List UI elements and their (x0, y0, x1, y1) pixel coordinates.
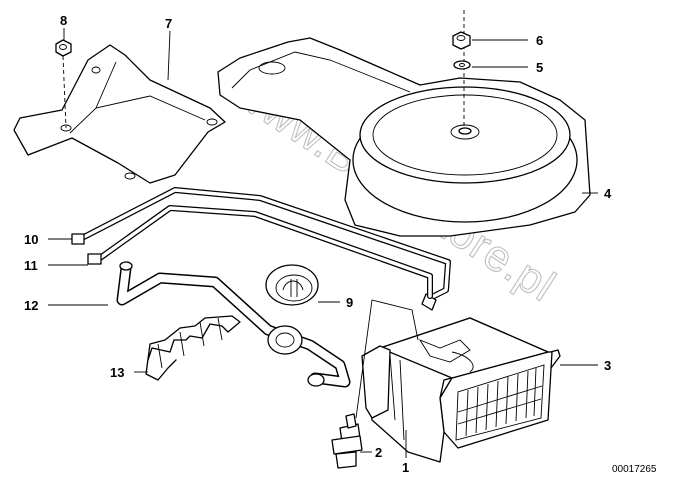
callout-4: 4 (604, 186, 612, 201)
heat-shield-part-7[interactable] (13, 44, 226, 184)
fuel-line-part-10[interactable] (71, 187, 451, 311)
vent-hose-part-12[interactable] (116, 261, 351, 388)
callout-10: 10 (24, 232, 38, 247)
callout-1: 1 (402, 460, 409, 475)
document-number: 00017265 (612, 464, 657, 475)
leader-lines (48, 28, 598, 458)
nut-part-6[interactable] (452, 10, 471, 128)
carbon-canister-part-1[interactable] (361, 317, 549, 463)
callouts: 1 2 3 4 5 6 7 8 9 10 11 12 13 (24, 13, 612, 475)
callout-5: 5 (536, 60, 543, 75)
vent-valve-part-2[interactable] (331, 299, 419, 469)
callout-9: 9 (346, 295, 353, 310)
cover-grille-part-3[interactable] (439, 349, 561, 449)
callout-2: 2 (375, 445, 382, 460)
fuel-line-part-11[interactable] (87, 205, 433, 299)
grille-slats (457, 367, 543, 437)
nut-part-8[interactable] (55, 39, 72, 129)
callout-12: 12 (24, 298, 38, 313)
washer-part-5[interactable] (453, 60, 471, 70)
callout-13: 13 (110, 365, 124, 380)
callout-6: 6 (536, 33, 543, 48)
callout-3: 3 (604, 358, 611, 373)
callout-8: 8 (60, 13, 67, 28)
callout-7: 7 (165, 16, 172, 31)
callout-11: 11 (24, 258, 38, 273)
air-filter-housing-part-4[interactable] (217, 37, 591, 237)
clip-part-13[interactable] (145, 315, 241, 381)
grommet-part-9[interactable] (265, 264, 319, 306)
